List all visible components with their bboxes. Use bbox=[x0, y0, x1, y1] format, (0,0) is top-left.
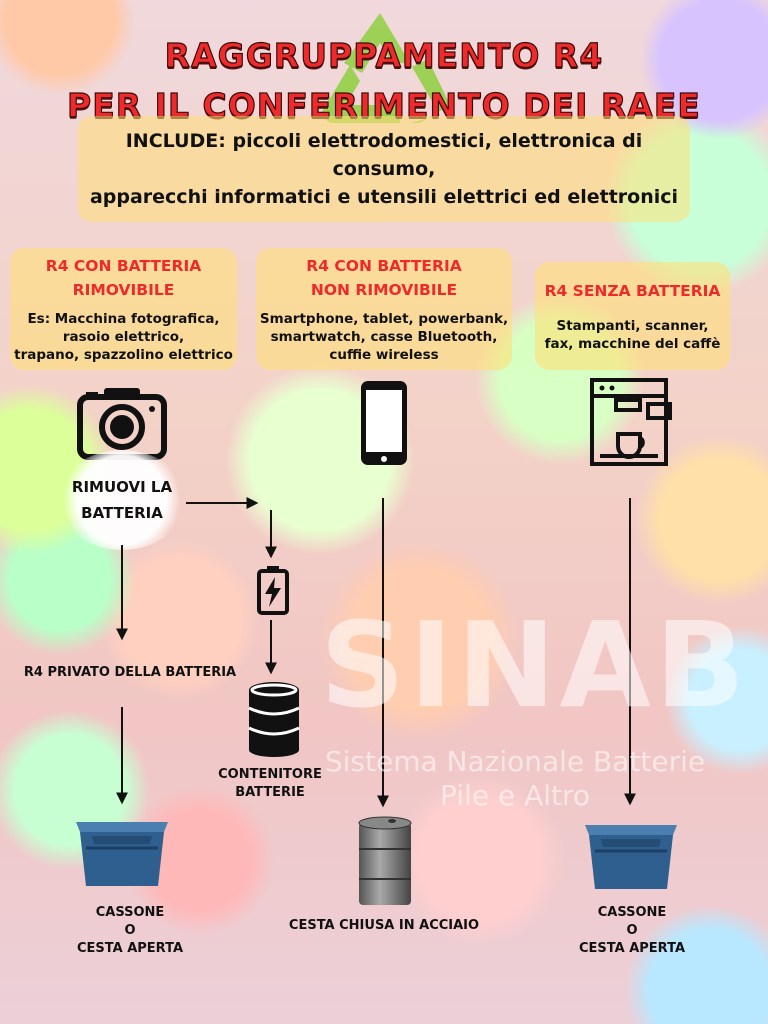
steel-barrel-icon bbox=[358, 816, 412, 905]
blue-crate-icon bbox=[76, 822, 168, 886]
include-line-2: apparecchi informatici e utensili elettr… bbox=[89, 186, 679, 208]
watermark-line-2: Pile e Altro bbox=[439, 779, 591, 812]
watermark-line-1: Sistema Nazionale Batterie bbox=[324, 745, 706, 778]
steel-bin-label: CESTA CHIUSA IN ACCIAIO bbox=[288, 918, 480, 933]
camera-icon bbox=[77, 388, 167, 460]
include-line-1: INCLUDE: piccoli elettrodomestici, elett… bbox=[125, 130, 643, 180]
smartphone-icon bbox=[361, 381, 407, 465]
title-line-1: RAGGRUPPAMENTO R4 bbox=[164, 35, 604, 75]
card-heading: R4 CON BATTERIA bbox=[306, 257, 462, 275]
card-desc: Stampanti, scanner,fax, macchine del caf… bbox=[544, 318, 721, 352]
remove-battery-step: RIMUOVI LA BATTERIA bbox=[58, 450, 186, 550]
database-container-icon bbox=[248, 682, 300, 757]
include-box: INCLUDE: piccoli elettrodomestici, elett… bbox=[78, 116, 690, 222]
card-heading: RIMOVIBILE bbox=[72, 281, 175, 299]
card-desc: Es: Macchina fotografica,rasoio elettric… bbox=[14, 311, 233, 363]
coffee-machine-icon bbox=[590, 378, 672, 466]
sinab-watermark-logo: SINAB bbox=[320, 596, 749, 734]
blue-crate-icon bbox=[585, 825, 677, 889]
deprived-label: R4 PRIVATO DELLA BATTERIA bbox=[23, 665, 237, 680]
card-no-battery: R4 SENZA BATTERIA Stampanti, scanner,fax… bbox=[535, 262, 730, 370]
battery-charging-icon bbox=[257, 566, 289, 615]
card-removable-battery: R4 CON BATTERIA RIMOVIBILE Es: Macchina … bbox=[10, 248, 237, 370]
card-heading: R4 CON BATTERIA bbox=[45, 257, 202, 275]
card-heading: NON RIMOVIBILE bbox=[310, 281, 458, 299]
card-desc: Smartphone, tablet, powerbank,smartwatch… bbox=[259, 311, 509, 363]
card-heading: R4 SENZA BATTERIA bbox=[544, 282, 721, 300]
card-non-removable-battery: R4 CON BATTERIA NON RIMOVIBILE Smartphon… bbox=[256, 248, 512, 370]
recycle-icon bbox=[320, 13, 450, 123]
